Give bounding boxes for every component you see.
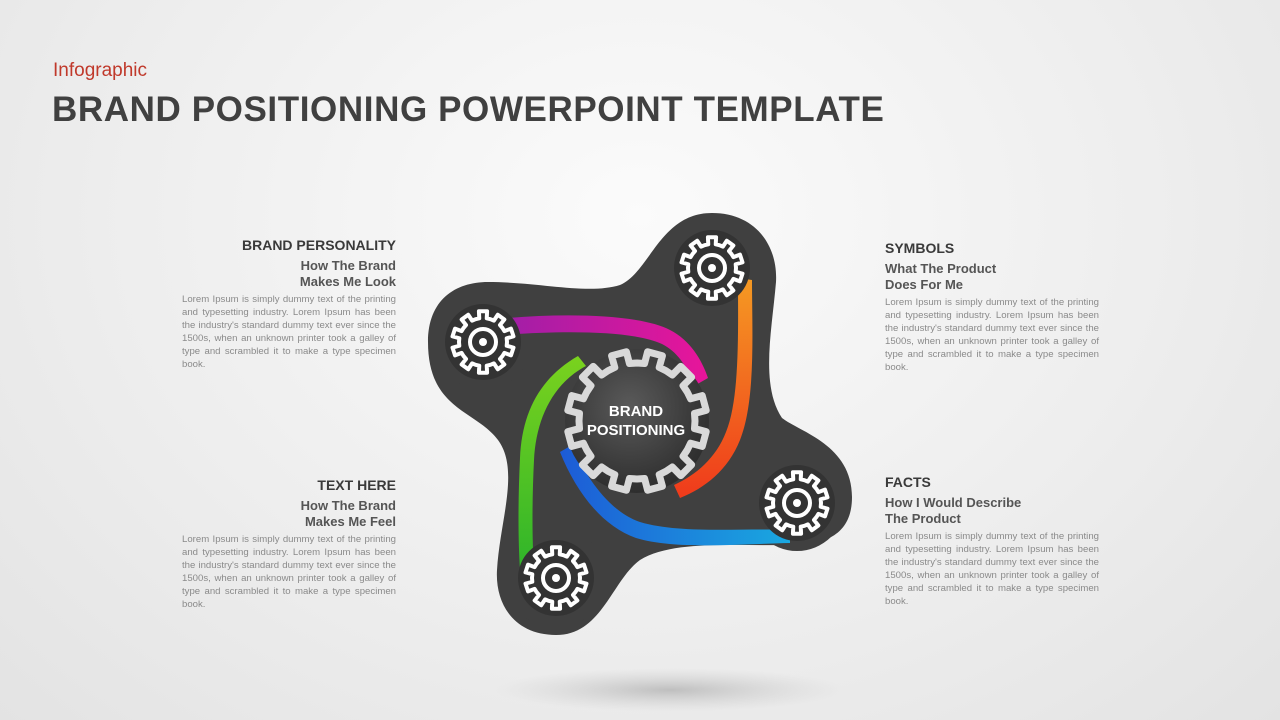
text-here-heading: TEXT HERE (317, 477, 396, 493)
center-label-line1: BRAND (608, 403, 664, 420)
center-label-line2: POSITIONING (586, 422, 686, 439)
gear-icon (518, 540, 594, 616)
slide-title: BRAND POSITIONING POWERPOINT TEMPLATE (52, 90, 885, 129)
floor-shadow (495, 668, 845, 712)
symbols-body: Lorem Ipsum is simply dummy text of the … (885, 297, 1099, 373)
symbols-block: SYMBOLS What The Product Does For Me Lor… (885, 240, 1099, 374)
facts-sub-line1: How I Would Describe (885, 495, 1022, 510)
text-here-sub-line1: How The Brand (300, 498, 396, 513)
ribbon-green (518, 356, 586, 570)
text-here-block: TEXT HERE How The Brand Makes Me Feel Lo… (182, 477, 396, 611)
text-here-body: Lorem Ipsum is simply dummy text of the … (182, 534, 396, 610)
ribbon-blue (560, 445, 790, 546)
facts-sub-line2: The Product (885, 511, 961, 526)
text-here-sub-line2: Makes Me Feel (304, 514, 396, 529)
gear-icon (674, 230, 750, 306)
slide-subtitle: Infographic (53, 60, 148, 81)
symbols-sub-line1: What The Product (885, 261, 997, 276)
brand-personality-sub-line2: Makes Me Look (299, 274, 396, 289)
ribbon-magenta (488, 315, 708, 386)
gear-icon (445, 304, 521, 380)
ribbon-orange (674, 278, 753, 498)
brand-personality-sub-line1: How The Brand (300, 258, 396, 273)
center-gear-icon (564, 348, 710, 494)
symbols-sub-line2: Does For Me (885, 277, 964, 292)
facts-body: Lorem Ipsum is simply dummy text of the … (885, 531, 1099, 607)
brand-personality-block: BRAND PERSONALITY How The Brand Makes Me… (182, 237, 396, 371)
brand-personality-body: Lorem Ipsum is simply dummy text of the … (182, 294, 396, 370)
gear-icon (759, 465, 835, 541)
center-hub (565, 349, 709, 493)
facts-heading: FACTS (885, 474, 931, 490)
symbols-heading: SYMBOLS (885, 240, 955, 256)
facts-block: FACTS How I Would Describe The Product L… (885, 474, 1099, 608)
brand-personality-heading: BRAND PERSONALITY (241, 237, 396, 253)
center-label: BRAND POSITIONING (566, 402, 706, 440)
